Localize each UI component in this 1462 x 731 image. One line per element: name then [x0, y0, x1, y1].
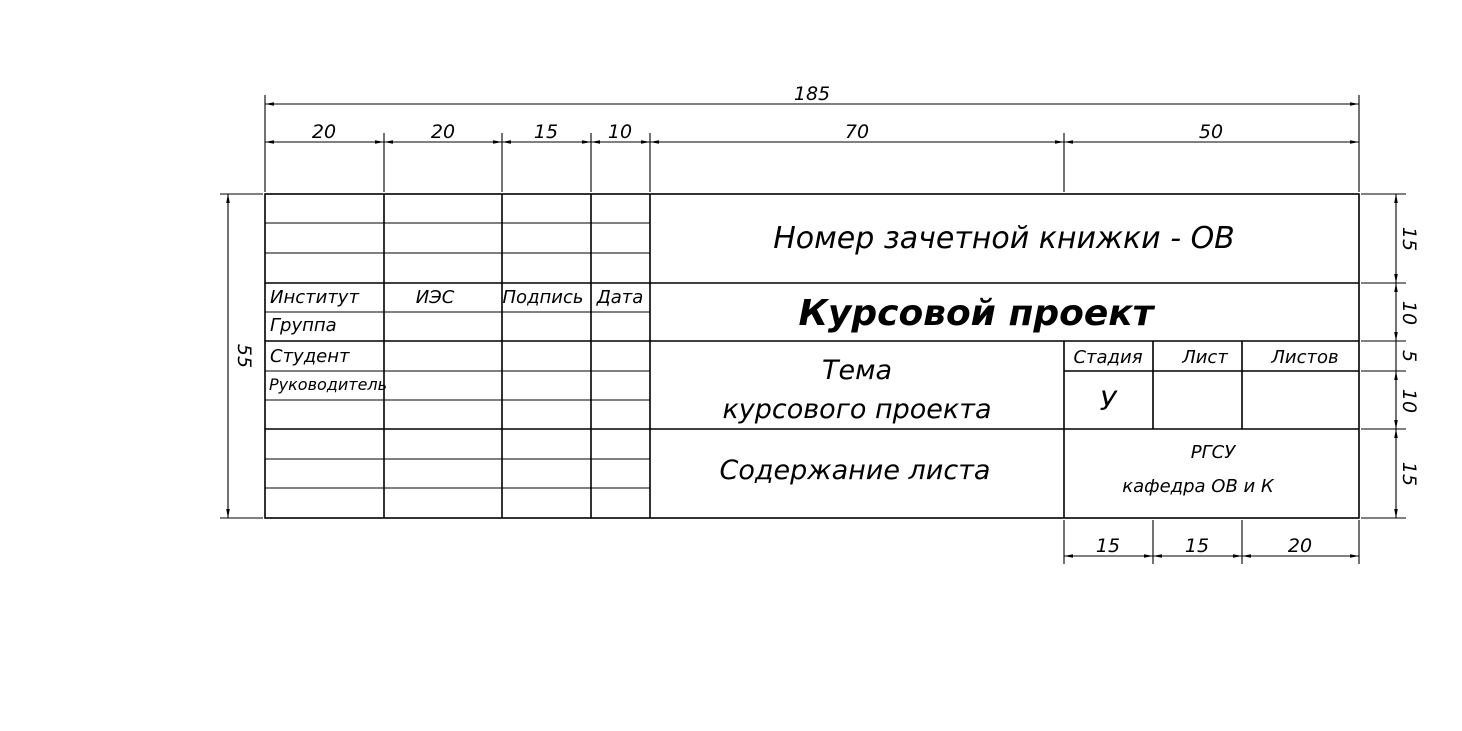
top-dimensions: 185 20 20 15 10 70 50 — [264, 83, 1360, 192]
dim-right-5: 15 — [1398, 462, 1420, 486]
label-institute-value: ИЭС — [416, 287, 455, 308]
label-student: Студент — [270, 346, 350, 367]
bottom-dimensions: 15 15 20 — [1063, 520, 1360, 564]
left-grid — [265, 194, 651, 518]
dim-right-4: 10 — [1398, 389, 1420, 413]
dim-top-2: 20 — [431, 121, 455, 143]
dim-bottom-1: 15 — [1096, 535, 1120, 557]
label-group: Группа — [270, 315, 337, 336]
dim-top-4: 10 — [608, 121, 632, 143]
record-book-number: Номер зачетной книжки - ОВ — [773, 221, 1235, 256]
topic-line-1: Тема — [822, 355, 892, 386]
label-signature: Подпись — [503, 287, 584, 308]
topic-line-2: курсового проекта — [722, 394, 991, 425]
sheets-label: Листов — [1270, 347, 1338, 368]
left-labels: Институт ИЭС Подпись Дата Группа Студент… — [269, 287, 643, 394]
sheet-label: Лист — [1181, 347, 1228, 368]
dim-right-2: 10 — [1398, 301, 1420, 325]
project-title: Курсовой проект — [798, 293, 1155, 334]
right-dimensions: 15 10 5 10 15 — [1361, 193, 1420, 519]
dim-top-1: 20 — [312, 121, 336, 143]
dim-bottom-3: 20 — [1288, 535, 1312, 557]
dim-right-1: 15 — [1398, 227, 1420, 251]
main-texts: Номер зачетной книжки - ОВ Курсовой прое… — [720, 221, 1235, 486]
org-department: кафедра ОВ и К — [1122, 476, 1275, 497]
left-dimension: 55 — [220, 193, 263, 519]
sheet-content: Содержание листа — [720, 455, 991, 486]
dim-top-5: 70 — [845, 121, 869, 143]
org-name: РГСУ — [1191, 442, 1236, 463]
dim-total-height: 55 — [233, 344, 255, 368]
label-institute: Институт — [270, 287, 359, 308]
stage-label: Стадия — [1073, 347, 1142, 368]
stage-block: Стадия Лист Листов У — [1073, 347, 1338, 417]
organization: РГСУ кафедра ОВ и К — [1122, 442, 1275, 497]
dim-right-3: 5 — [1398, 350, 1420, 362]
label-supervisor: Руководитель — [269, 375, 387, 394]
dim-total-width: 185 — [794, 83, 830, 105]
right-grid — [650, 282, 1359, 518]
title-block-frame — [264, 193, 1360, 519]
stage-value: У — [1100, 386, 1118, 417]
label-date: Дата — [596, 287, 644, 308]
dim-bottom-2: 15 — [1185, 535, 1209, 557]
dim-top-6: 50 — [1199, 121, 1223, 143]
dim-top-3: 15 — [534, 121, 558, 143]
